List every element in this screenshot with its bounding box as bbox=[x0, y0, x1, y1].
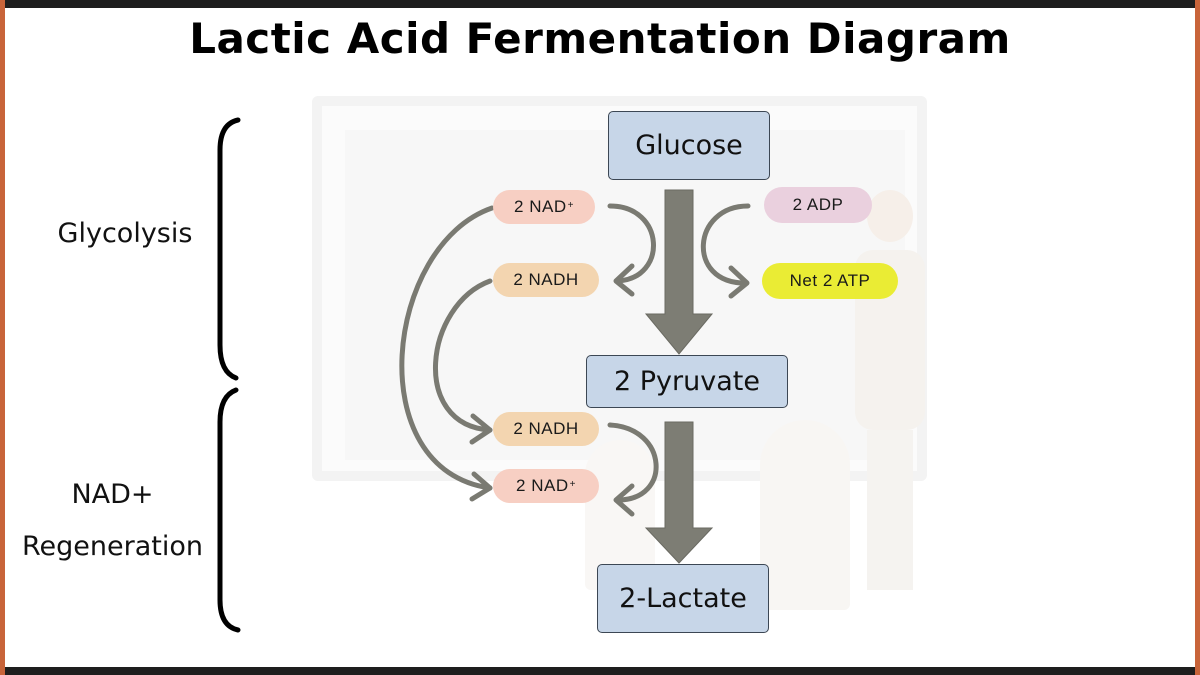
bottom-border bbox=[0, 667, 1200, 675]
adp-to-atp-curve bbox=[700, 203, 751, 286]
nadh-recycle-loop bbox=[432, 278, 493, 433]
nad-regeneration-line1: NAD+ bbox=[71, 479, 154, 510]
diagram-title: Lactic Acid Fermentation Diagram bbox=[189, 14, 1011, 63]
atp-pill: Net 2 ATP bbox=[762, 263, 898, 299]
glycolysis-label: Glycolysis bbox=[57, 218, 193, 249]
adp-to-atp-arrowhead bbox=[728, 265, 750, 299]
nad-top-superscript: + bbox=[567, 199, 574, 211]
watermark-chair bbox=[760, 420, 850, 610]
nadh-top-pill: 2 NADH bbox=[493, 263, 599, 297]
watermark-person bbox=[845, 190, 935, 590]
glycolysis-brace bbox=[217, 117, 241, 381]
nad-to-nadh-curve bbox=[607, 203, 656, 284]
adp-pill: 2 ADP bbox=[764, 187, 872, 223]
pyruvate-box: 2 Pyruvate bbox=[586, 355, 788, 408]
nad-top-pill: 2 NAD+ bbox=[493, 190, 595, 224]
nad-regeneration-line2: Regeneration bbox=[22, 531, 203, 562]
left-border bbox=[0, 0, 5, 675]
nadh-to-nad-curve bbox=[607, 422, 659, 503]
pyruvate-to-lactate-arrow bbox=[644, 421, 714, 564]
lactate-box: 2-Lactate bbox=[597, 564, 769, 633]
right-border bbox=[1195, 0, 1200, 675]
nad-recycle-loop bbox=[399, 205, 495, 491]
nadh-bottom-pill: 2 NADH bbox=[493, 412, 599, 446]
glucose-to-pyruvate-arrow bbox=[644, 189, 714, 355]
nad-top-label: 2 NAD bbox=[514, 197, 567, 216]
nadh-to-nad-arrowhead bbox=[613, 483, 635, 517]
top-border bbox=[0, 0, 1200, 8]
nad-regeneration-label: NAD+ Regeneration bbox=[10, 476, 215, 566]
regeneration-brace bbox=[217, 387, 241, 633]
nadh-recycle-arrowhead bbox=[469, 413, 493, 445]
nad-bottom-superscript: + bbox=[569, 478, 576, 490]
nad-to-nadh-arrowhead bbox=[613, 263, 635, 297]
nad-recycle-arrowhead bbox=[469, 471, 493, 502]
glucose-box: Glucose bbox=[608, 111, 770, 180]
nad-bottom-label: 2 NAD bbox=[516, 476, 569, 495]
nad-bottom-pill: 2 NAD+ bbox=[493, 469, 599, 503]
